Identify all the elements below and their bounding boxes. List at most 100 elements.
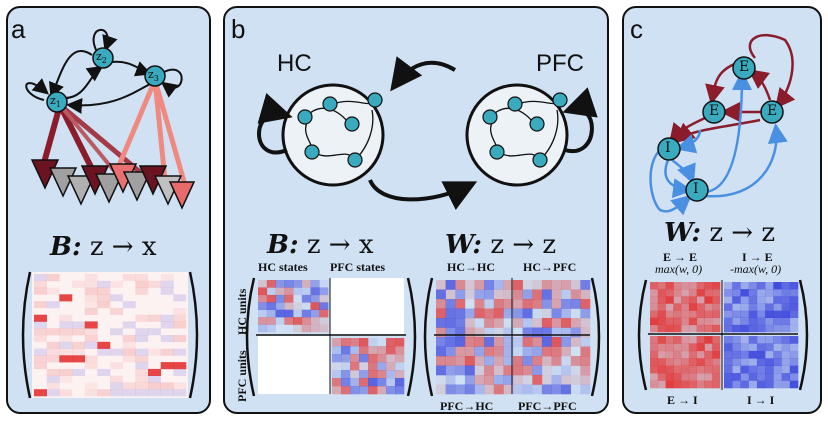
panel-c-label: c [630,14,643,44]
heat-cell [332,346,342,355]
heat-cell [665,380,674,389]
heat-cell [561,384,571,395]
heat-cell [704,343,713,352]
heat-cell [293,309,303,318]
heat-cell [712,358,721,366]
heat-cell [368,338,378,347]
heat-cell [541,327,552,338]
heat-cell [464,318,475,328]
heat-cell [97,294,111,302]
heat-cell [484,356,494,366]
heat-cell [748,296,758,304]
heat-cell [712,289,721,297]
heat-cell [688,373,697,381]
heat-cell [455,384,466,395]
heat-cell [681,310,690,318]
heat-cell [712,365,721,374]
heat-cell [696,373,705,381]
pfc-states-header: PFC states [330,260,385,274]
heat-cell [377,346,387,355]
heat-cell [97,368,111,376]
heat-cell [740,343,749,352]
heat-cell [266,302,276,310]
heat-cell [732,282,741,290]
heat-cell [789,289,799,297]
heat-cell [673,289,682,297]
heat-cell [580,318,591,328]
heat-cell [650,373,659,381]
heat-cell [84,389,98,397]
heat-cell [781,380,791,389]
heat-cell [732,350,741,359]
heat-cell [258,324,268,333]
heat-cell [756,303,766,311]
heat-cell [122,382,136,390]
heat-cell [657,310,666,318]
heat-cell [740,358,749,366]
heat-cell [34,314,47,322]
heat-cell [570,337,581,347]
heat-cell [665,282,674,290]
heat-cell [160,362,174,370]
heat-cell [332,378,342,387]
heat-cell [696,282,705,290]
heat-cell [319,280,329,288]
heat-cell [704,303,713,311]
heat-cell [704,296,713,304]
heat-cell [765,296,774,304]
heat-cell [561,337,571,347]
heat-cell [541,289,552,300]
heat-cell [284,287,294,296]
e-node-label: E [709,103,720,119]
w-pfc-hc-label: PFC→HC [440,399,494,413]
heat-cell [650,289,659,297]
heat-cell [173,382,187,390]
heat-cell [72,328,85,336]
heat-cell [122,274,136,282]
heat-cell [688,324,697,333]
heat-cell [266,317,276,325]
heat-cell [284,280,294,288]
heat-cell [160,287,174,295]
heat-cell [503,289,514,300]
heat-cell [580,280,591,290]
z3-label: z3 [148,68,159,84]
heat-cell [484,365,494,376]
ie-rule: -max(w, 0) [730,262,782,276]
heat-cell [665,343,674,352]
heat-cell [377,378,387,387]
heat-cell [724,303,733,311]
heat-cell [657,282,666,290]
heat-cell [359,354,369,363]
heat-cell [724,282,733,290]
heat-cell [513,337,523,347]
heat-cell [522,384,533,395]
heat-cell [436,280,446,290]
heat-cell [570,299,581,309]
heat-cell [341,346,351,355]
heat-cell [740,336,749,344]
heat-cell [773,317,782,326]
heat-cell [319,287,329,296]
heat-cell [712,343,721,352]
heat-cell [464,356,475,366]
heat-cell [681,289,690,297]
heat-cell [503,375,514,385]
heat-cell [673,343,682,352]
heat-cell [688,343,697,352]
heat-cell [704,317,713,326]
heat-cell [341,362,351,371]
heat-cell [781,324,791,333]
heat-cell [319,302,329,310]
heat-cell [319,309,329,318]
heat-cell [160,348,174,356]
heat-cell [493,375,504,385]
heat-cell [681,343,690,352]
heat-cell [688,282,697,290]
heat-cell [765,358,774,366]
heat-cell [135,335,149,343]
heat-cell [319,324,329,333]
heat-cell [696,303,705,311]
